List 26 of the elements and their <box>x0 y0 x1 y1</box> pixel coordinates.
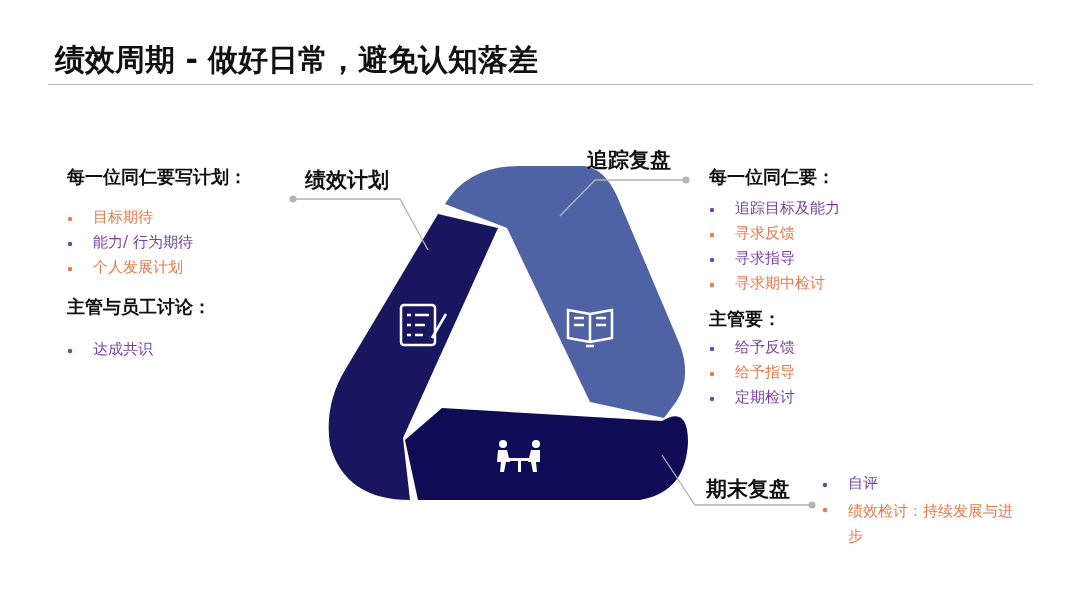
list-item: 目标期待 <box>93 208 153 227</box>
list-item: 绩效检讨：持续发展与进步 <box>848 501 1014 547</box>
list-item: 寻求期中检讨 <box>735 274 825 293</box>
list-item: 达成共识 <box>93 340 153 359</box>
leader-line <box>661 454 816 509</box>
leader-line <box>559 176 690 217</box>
list-item: 寻求反馈 <box>735 224 795 243</box>
section-heading: 每一位同仁要写计划： <box>67 165 247 189</box>
section-heading: 每一位同仁要： <box>709 165 835 189</box>
cycle-segment <box>328 214 498 500</box>
cycle-segment <box>405 408 688 500</box>
list-item: 寻求指导 <box>735 249 795 268</box>
section-heading: 主管与员工讨论： <box>67 295 211 319</box>
list-item: 追踪目标及能力 <box>735 199 840 218</box>
stage-label: 绩效计划 <box>305 166 389 194</box>
list-item: 定期检讨 <box>735 388 795 407</box>
stage-label: 追踪复盘 <box>587 146 671 174</box>
section-heading: 主管要： <box>709 307 781 331</box>
list-item: 个人发展计划 <box>93 258 183 277</box>
slide-title: 绩效周期 - 做好日常，避免认知落差 <box>55 41 539 79</box>
list-item: 自评 <box>848 474 878 493</box>
list-item: 能力/ 行为期待 <box>93 233 193 252</box>
leader-line <box>289 195 429 251</box>
stage-label: 期末复盘 <box>706 475 790 503</box>
list-item: 给予反馈 <box>735 338 795 357</box>
list-item: 给予指导 <box>735 363 795 382</box>
